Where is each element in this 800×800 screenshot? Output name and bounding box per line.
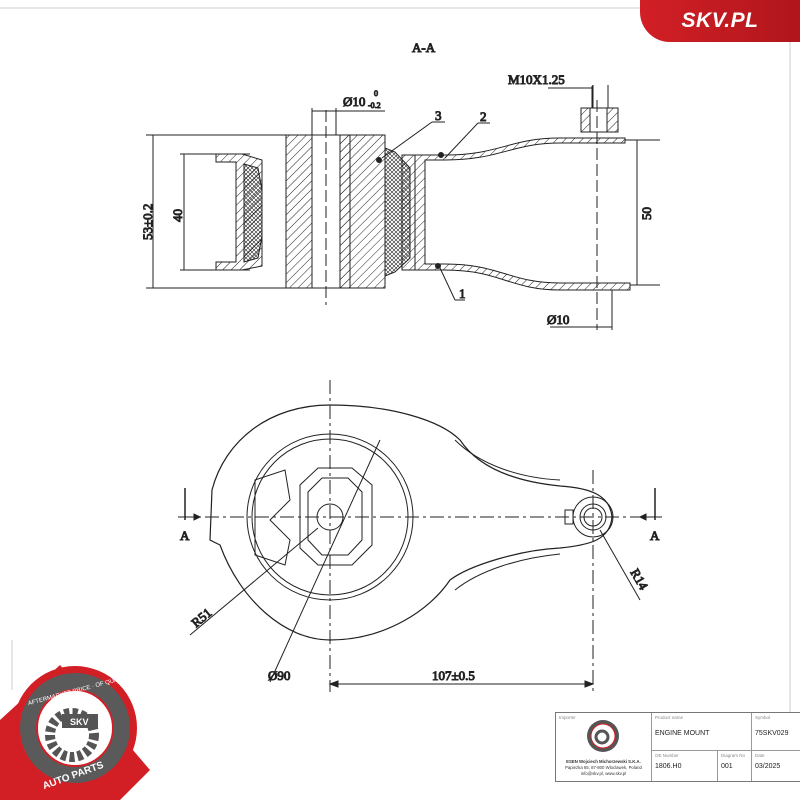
dim-diameter: Ø90 <box>268 668 290 683</box>
symbol-label-text: Symbol <box>755 715 771 720</box>
diagram-number: 001 <box>721 763 733 770</box>
dim-arm-height: 50 <box>639 207 654 220</box>
dim-radius-large: R51 <box>188 605 214 630</box>
diagram-cell: Diagram No 001 <box>717 751 751 781</box>
importer-label-text: Importer <box>559 715 576 720</box>
dim-center-distance: 107±0.5 <box>432 668 475 683</box>
symbol-value: 75SKV029 <box>755 730 789 737</box>
importer-logo <box>587 720 619 752</box>
section-mark-right: A <box>650 528 660 543</box>
dim-height-total: 53±0.2 <box>140 204 155 240</box>
callout-1: 1 <box>459 286 466 301</box>
plan-view: A A R51 Ø90 R14 107±0.5 <box>178 380 662 692</box>
dim-height-inner: 40 <box>170 209 185 222</box>
skv-auto-parts-badge: SKV AFTERMARKET PRICE · OF QUALITY AUTO … <box>0 665 150 800</box>
section-mark-left: A <box>180 528 190 543</box>
bore-tol-lower-text: -0.2 <box>368 101 381 110</box>
product-name: ENGINE MOUNT <box>655 730 710 737</box>
dim-radius-small: R14 <box>627 566 651 593</box>
dim-bolt-dia: Ø10 <box>547 312 569 327</box>
callout-3: 3 <box>435 108 442 123</box>
oe-number: 1806.H0 <box>655 763 682 770</box>
title-block: Importer ESEN Wojciech Michorzewski S.K.… <box>555 712 800 782</box>
bore-tol-upper-text: 0 <box>374 89 378 98</box>
diagram-label-text: Diagram No <box>721 753 746 758</box>
1-text: Papiezka 65, 87-800 Wloclawek, Poland <box>565 765 642 770</box>
date-cell: Date 03/2025 <box>751 751 800 781</box>
oe-cell: OE Number 1806.H0 <box>651 751 717 781</box>
badge-center-text: SKV <box>70 717 89 727</box>
dim-bore: Ø10 <box>343 94 365 109</box>
importer-cell: Importer ESEN Wojciech Michorzewski S.K.… <box>556 713 651 781</box>
product-label-text: Product name <box>655 715 684 720</box>
section-title: A-A <box>412 40 436 55</box>
brand-logo[interactable]: SKV.PL <box>640 0 800 42</box>
2-text: info@skv.pl, www.skv.pl <box>580 771 627 776</box>
symbol-cell: Symbol 75SKV029 <box>751 713 800 751</box>
dim-thread: M10X1.25 <box>508 72 565 87</box>
date-value: 03/2025 <box>755 763 781 770</box>
callout-2: 2 <box>480 109 487 124</box>
section-view: A-A 53±0.2 40 Ø10 0 -0.2 <box>140 40 660 330</box>
date-label-text: Date <box>755 753 765 758</box>
oe-label-text: OE Number <box>655 753 679 758</box>
0-text: ESEN Wojciech Michorzewski S.K.A. <box>566 759 641 764</box>
importer-address: ESEN Wojciech Michorzewski S.K.A. Papiez… <box>556 759 651 777</box>
